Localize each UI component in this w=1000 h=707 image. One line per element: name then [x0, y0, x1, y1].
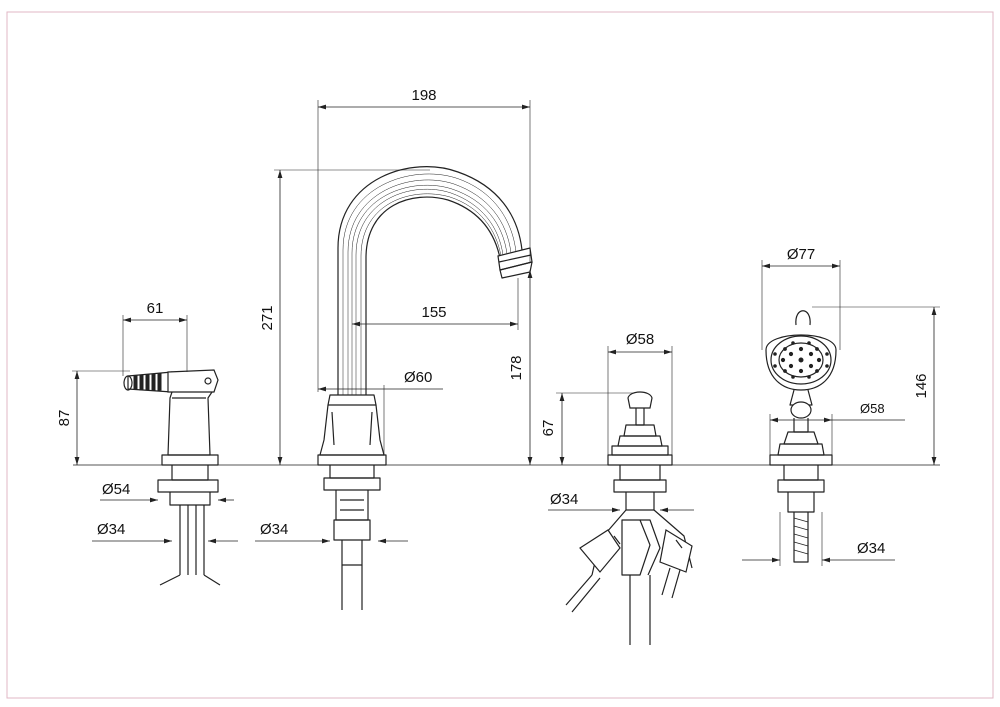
dim-spout-base: Ø60 [404, 369, 432, 386]
dim-spout-shank: Ø34 [260, 521, 288, 538]
dim-spout-height: 271 [259, 305, 276, 330]
dim-handshower-height: 146 [913, 373, 930, 398]
dim-lever-height: 87 [56, 410, 73, 427]
dim-diverter-height: 67 [540, 420, 557, 437]
dim-handshower-head: Ø77 [787, 246, 815, 263]
dim-handshower-base: Ø58 [860, 401, 885, 416]
dim-lever-flange: Ø54 [102, 481, 130, 498]
dim-spout-outlet-height: 178 [508, 355, 525, 380]
drawing-frame [6, 11, 994, 699]
lever-mixer-drawing [123, 369, 221, 586]
dim-diverter-shank: Ø34 [550, 491, 578, 508]
dim-lever-shank: Ø34 [97, 521, 125, 538]
diverter-drawing [565, 391, 693, 645]
dim-lever-width: 61 [147, 300, 164, 317]
spout-drawing [317, 166, 533, 610]
dim-handshower-shank: Ø34 [857, 540, 885, 557]
dim-spout-reach: 198 [411, 87, 436, 104]
dim-diverter-base: Ø58 [626, 331, 654, 348]
dim-spout-inner-reach: 155 [421, 304, 446, 321]
handshower-drawing [765, 310, 837, 563]
